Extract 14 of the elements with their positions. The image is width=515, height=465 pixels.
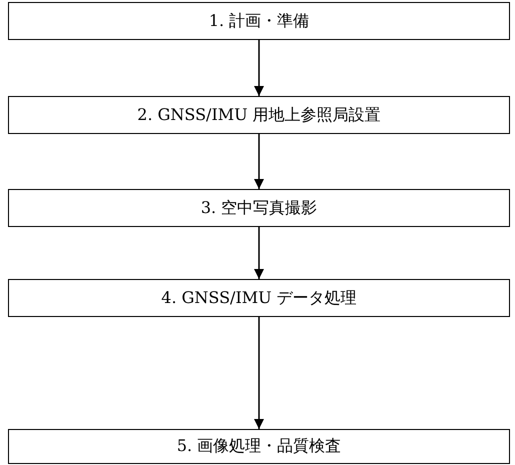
process-box	[8, 189, 510, 227]
arrow	[254, 134, 264, 189]
arrow	[254, 227, 264, 279]
step-label: 4. GNSS/IMU データ処理	[161, 288, 357, 308]
step-label: 1. 計画・準備	[208, 10, 310, 32]
arrow	[254, 40, 264, 96]
process-box	[8, 96, 510, 134]
arrow	[254, 317, 264, 429]
process-box	[8, 2, 510, 40]
process-box	[8, 279, 510, 317]
step-label: 5. 画像処理・品質検査	[176, 436, 342, 457]
step-label: 3. 空中写真撮影	[200, 198, 318, 218]
process-box	[8, 429, 510, 464]
step-label: 2. GNSS/IMU 用地上参照局設置	[137, 104, 381, 126]
